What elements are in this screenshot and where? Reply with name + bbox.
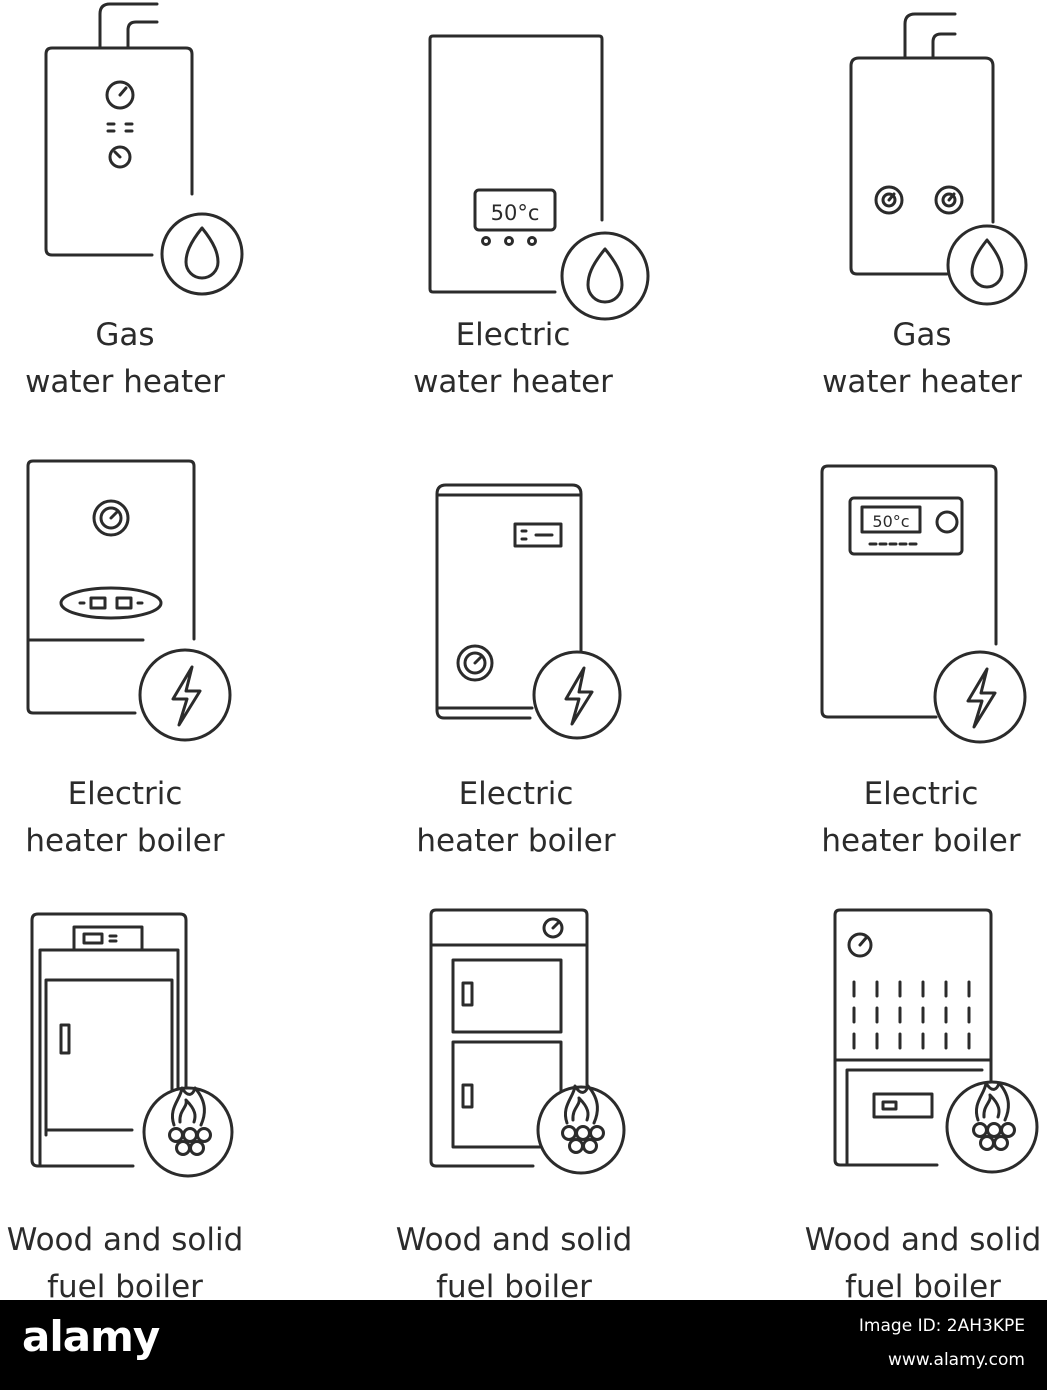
- label-line-1: Wood and solid: [6, 1222, 244, 1258]
- solid-fuel-boiler-door-icon: [28, 910, 238, 1175]
- stock-footer-bar: alamy Image ID: 2AH3KPE www.alamy.com: [0, 1300, 1047, 1390]
- label-electric-heater-boiler-1: Electric heater boiler: [0, 771, 275, 865]
- label-line-2: heater boiler: [821, 823, 1021, 859]
- label-line-2: water heater: [413, 364, 613, 400]
- label-wood-solid-fuel-boiler-3: Wood and solid fuel boiler: [773, 1217, 1047, 1311]
- label-gas-water-heater-2: Gas water heater: [772, 312, 1047, 406]
- solid-fuel-boiler-grill-icon: [832, 905, 1047, 1175]
- label-wood-solid-fuel-boiler-1: Wood and solid fuel boiler: [0, 1217, 275, 1311]
- electric-boiler-cylinder-icon: [432, 480, 632, 755]
- site-url-text: www.alamy.com: [887, 1350, 1025, 1370]
- electric-boiler-display-icon: 50°c: [818, 460, 1033, 755]
- electric-boiler-gauge-icon: [25, 455, 240, 755]
- temperature-display: 50°c: [491, 201, 540, 225]
- label-line-1: Electric: [458, 776, 574, 812]
- gas-water-heater-knobs-icon: [845, 10, 1045, 310]
- label-line-1: Electric: [67, 776, 183, 812]
- label-electric-water-heater: Electric water heater: [363, 312, 663, 406]
- label-line-2: fuel boiler: [47, 1269, 203, 1305]
- label-line-1: Electric: [863, 776, 979, 812]
- temperature-display-small: 50°c: [872, 512, 909, 531]
- label-electric-heater-boiler-3: Electric heater boiler: [771, 771, 1047, 865]
- label-line-1: Gas: [95, 317, 155, 353]
- label-electric-heater-boiler-2: Electric heater boiler: [366, 771, 666, 865]
- label-line-1: Gas: [892, 317, 952, 353]
- electric-water-heater-display-icon: 50°c: [425, 30, 655, 320]
- solid-fuel-boiler-two-doors-icon: [428, 905, 638, 1175]
- label-line-1: Wood and solid: [395, 1222, 633, 1258]
- label-line-2: fuel boiler: [845, 1269, 1001, 1305]
- image-id-text: Image ID: 2AH3KPE: [858, 1316, 1025, 1336]
- label-gas-water-heater-1: Gas water heater: [0, 312, 275, 406]
- label-line-2: heater boiler: [416, 823, 616, 859]
- label-wood-solid-fuel-boiler-2: Wood and solid fuel boiler: [364, 1217, 664, 1311]
- icon-grid: 50°c: [0, 0, 1047, 1305]
- label-line-2: heater boiler: [25, 823, 225, 859]
- label-line-1: Electric: [455, 317, 571, 353]
- label-line-2: water heater: [822, 364, 1022, 400]
- label-line-2: fuel boiler: [436, 1269, 592, 1305]
- label-line-1: Wood and solid: [804, 1222, 1042, 1258]
- gas-water-heater-dial-icon: [40, 0, 250, 300]
- alamy-logo: alamy: [22, 1312, 160, 1361]
- label-line-2: water heater: [25, 364, 225, 400]
